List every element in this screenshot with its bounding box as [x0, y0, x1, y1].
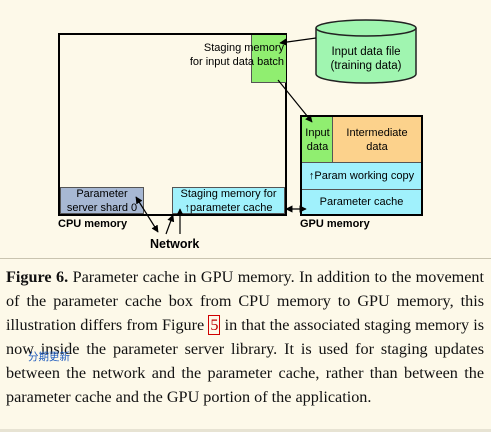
figure-label: Figure 6. — [6, 268, 69, 286]
arrow-staging-to-gpu-input — [277, 79, 313, 123]
param-working-copy-box — [302, 163, 421, 190]
architecture-diagram: CPU memory Staging memory for input data… — [58, 19, 423, 251]
cpu-memory-label: CPU memory — [58, 218, 128, 230]
gpu-input-data-label: Input data — [305, 127, 330, 153]
gpu-input-data-box — [302, 117, 333, 163]
gpu-parameter-cache-label: Parameter cache — [319, 196, 404, 208]
annotation-overlay-text: 分期更新 — [28, 351, 70, 363]
figure-caption: Figure 6. Parameter cache in GPU memory.… — [6, 265, 484, 409]
input-data-file-cylinder — [315, 19, 417, 84]
caption-divider — [0, 258, 491, 259]
param-working-copy-label: ↑Param working copy — [308, 170, 415, 182]
page-bottom-edge — [0, 429, 491, 432]
intermediate-data-label: Intermediate data — [346, 127, 408, 153]
parameter-server-shard-label: Parameter server shard 0 — [66, 188, 138, 214]
intermediate-data-box — [333, 117, 421, 163]
figure-reference-link[interactable]: 5 — [208, 315, 221, 335]
staging-param-cache-box — [172, 187, 285, 214]
input-data-file-label: Input data file (training data) — [330, 46, 402, 73]
network-label: Network — [150, 237, 200, 251]
staging-param-cache-label: Staging memory for ↑parameter cache — [180, 188, 277, 214]
gpu-parameter-cache-box — [302, 190, 421, 214]
staging-memory-batch-label: Staging memory for input data batch — [189, 42, 284, 68]
arrow-staging-to-network-left — [165, 214, 175, 235]
gpu-memory-label: GPU memory — [300, 218, 370, 230]
arrow-shard-to-network — [135, 196, 159, 233]
diagram-arrows — [135, 37, 317, 235]
arrow-file-to-staging — [279, 37, 317, 46]
gpu-memory-box — [300, 115, 423, 216]
caption-text-2: in that the associated staging memory is… — [6, 316, 484, 406]
caption-text-1: Parameter cache in GPU memory. In additi… — [6, 268, 485, 334]
